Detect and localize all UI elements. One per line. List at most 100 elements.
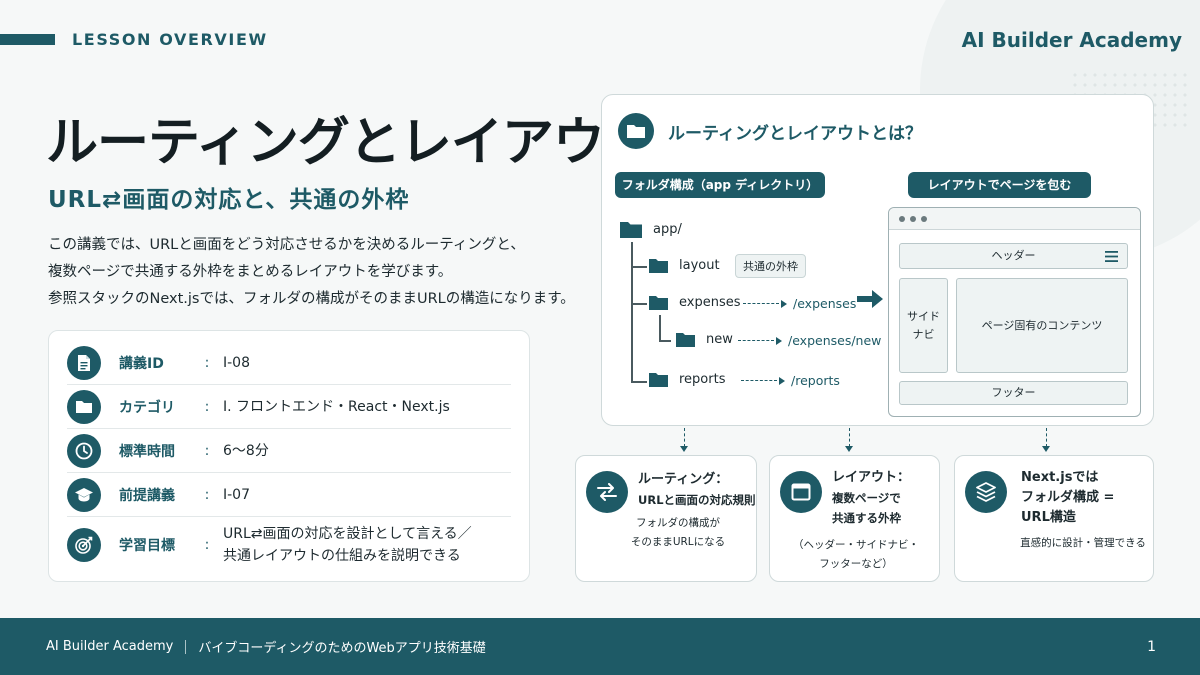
footer-divider: [185, 639, 187, 654]
route-dash: [743, 303, 779, 304]
folder-structure-pill: フォルダ構成（app ディレクトリ）: [615, 172, 825, 198]
info-label: 標準時間: [119, 443, 175, 460]
info-value-line: I-07: [223, 486, 250, 503]
intro-line: この講義では、URLと画面をどう対応させるかを決めるルーティングと、: [48, 237, 525, 253]
diagram-title: ルーティングとレイアウトとは？: [668, 123, 922, 144]
tree-item-expenses: expenses: [648, 294, 741, 311]
tree-item-new: new: [675, 331, 733, 348]
tree-item-layout: layout: [648, 257, 720, 274]
tree-branch-line: [631, 303, 647, 305]
folder-icon: [649, 296, 668, 310]
document-icon: [67, 345, 101, 380]
card-text-line: フッターなど）: [819, 558, 893, 570]
info-colon: :: [204, 537, 210, 553]
info-colon: :: [204, 354, 210, 371]
tree-label: expenses: [679, 295, 741, 310]
info-value-line: URL⇄画面の対応を設計として言える／: [223, 526, 472, 542]
card-title-line: レイアウト：: [832, 470, 911, 485]
card-title: レイアウト： 複数ページで 共通する外枠: [832, 468, 910, 528]
info-value-line: I. フロントエンド・React・Next.js: [223, 398, 450, 415]
connector-line: [684, 428, 685, 447]
info-row-category: カテゴリ : I. フロントエンド・React・Next.js: [67, 385, 511, 429]
hamburger-menu-icon: [1105, 251, 1118, 262]
folder-icon: [67, 389, 101, 424]
tree-label: layout: [679, 258, 720, 273]
lesson-info-card: 講義ID : I-08 カテゴリ : I. フロントエンド・React・Next…: [48, 330, 530, 582]
info-row-lesson-id: 講義ID : I-08: [67, 341, 511, 385]
info-row-goal: 学習目標 : URL⇄画面の対応を設計として言える／ 共通レイアウトの仕組みを説…: [67, 517, 511, 573]
layout-sidenav-label: サイド: [907, 309, 940, 323]
tree-item-app: app/: [619, 220, 682, 239]
arrow-down-icon: [1042, 446, 1050, 452]
tree-sub-trunk-line: [659, 315, 661, 340]
route-reports: /reports: [741, 373, 840, 388]
layout-sidenav-label: ナビ: [912, 327, 935, 341]
nextjs-card: Next.jsでは フォルダ構成 = URL構造 直感的に設計・管理できる: [954, 455, 1154, 582]
route-dash: [741, 380, 777, 381]
graduation-cap-icon: [67, 477, 101, 512]
layout-wrap-pill: レイアウトでページを包む: [908, 172, 1091, 198]
clock-icon: [67, 433, 101, 468]
route-path: /expenses: [793, 296, 857, 311]
card-text: フォルダの構成が そのままURLになる: [628, 514, 728, 552]
card-title-line: 複数ページで: [832, 491, 901, 505]
tree-item-reports: reports: [648, 371, 725, 388]
arrow-down-icon: [845, 446, 853, 452]
folder-icon: [618, 113, 654, 149]
layers-icon: [965, 471, 1007, 513]
footer-brand: AI Builder Academy: [46, 639, 174, 654]
route-path: /expenses/new: [788, 333, 882, 348]
folder-icon: [620, 222, 642, 238]
info-colon: :: [204, 486, 210, 503]
info-value-line: 共通レイアウトの仕組みを説明できる: [223, 548, 461, 564]
info-value-line: 6〜8分: [223, 442, 269, 459]
page-number: 1: [1147, 638, 1156, 655]
card-title-line: URLと画面の対応規則: [638, 493, 756, 507]
tree-trunk-line: [631, 242, 633, 382]
folder-icon: [676, 333, 695, 347]
info-value: I-07: [223, 484, 250, 506]
card-text-line: （ヘッダー・サイドナビ・: [793, 539, 919, 551]
info-value: 6〜8分: [223, 440, 269, 462]
connector-line: [1046, 428, 1047, 447]
tree-branch-line: [631, 266, 647, 268]
arrow-right-icon: [779, 376, 785, 385]
info-value-line: I-08: [223, 354, 250, 371]
card-text-line: フォルダの構成が: [636, 517, 720, 529]
info-label: 講義ID: [119, 355, 164, 372]
route-dash: [738, 340, 774, 341]
layout-card: レイアウト： 複数ページで 共通する外枠 （ヘッダー・サイドナビ・ フッターなど…: [769, 455, 940, 582]
info-colon: :: [204, 398, 210, 415]
tree-branch-line: [659, 340, 671, 342]
card-text-line: そのままURLになる: [630, 536, 726, 548]
layout-header-box: ヘッダー: [899, 243, 1128, 269]
routing-card: ルーティング： URLと画面の対応規則 フォルダの構成が そのままURLになる: [575, 455, 757, 582]
layout-content-box: ページ固有のコンテンツ: [956, 278, 1128, 373]
card-title: ルーティング： URLと画面の対応規則: [638, 470, 756, 510]
layout-header-label: ヘッダー: [991, 249, 1036, 262]
window-icon: [780, 471, 822, 513]
info-label: 学習目標: [119, 538, 175, 554]
window-dot-icon: [910, 215, 916, 222]
intro-line: 複数ページで共通する外枠をまとめるレイアウトを学びます。: [48, 264, 453, 280]
browser-mockup: ヘッダー サイド ナビ ページ固有のコンテンツ フッター: [888, 207, 1141, 417]
card-title-line: フォルダ構成 =: [1021, 490, 1115, 505]
layout-sidenav-box: サイド ナビ: [899, 278, 948, 373]
info-colon: :: [204, 442, 210, 459]
card-title-line: Next.jsでは: [1021, 470, 1099, 485]
route-expenses: /expenses: [743, 296, 856, 311]
info-label: 前提講義: [119, 487, 175, 504]
window-dot-icon: [921, 215, 927, 222]
tree-label: app/: [653, 222, 682, 237]
connector-line: [849, 428, 850, 447]
window-dot-icon: [899, 215, 905, 222]
intro-line: 参照スタックのNext.jsでは、フォルダの構成がそのままURLの構造になります…: [48, 291, 575, 307]
page-title: ルーティングとレイアウト: [46, 113, 656, 173]
footer-course-title: バイブコーディングのためのWebアプリ技術基礎: [198, 641, 486, 656]
swap-arrows-icon: [586, 471, 628, 513]
card-title-line: ルーティング：: [638, 472, 729, 487]
tree-label: new: [706, 332, 733, 347]
layout-content-label: ページ固有のコンテンツ: [981, 318, 1103, 332]
tree-label: reports: [679, 372, 726, 387]
browser-titlebar: [889, 208, 1140, 230]
